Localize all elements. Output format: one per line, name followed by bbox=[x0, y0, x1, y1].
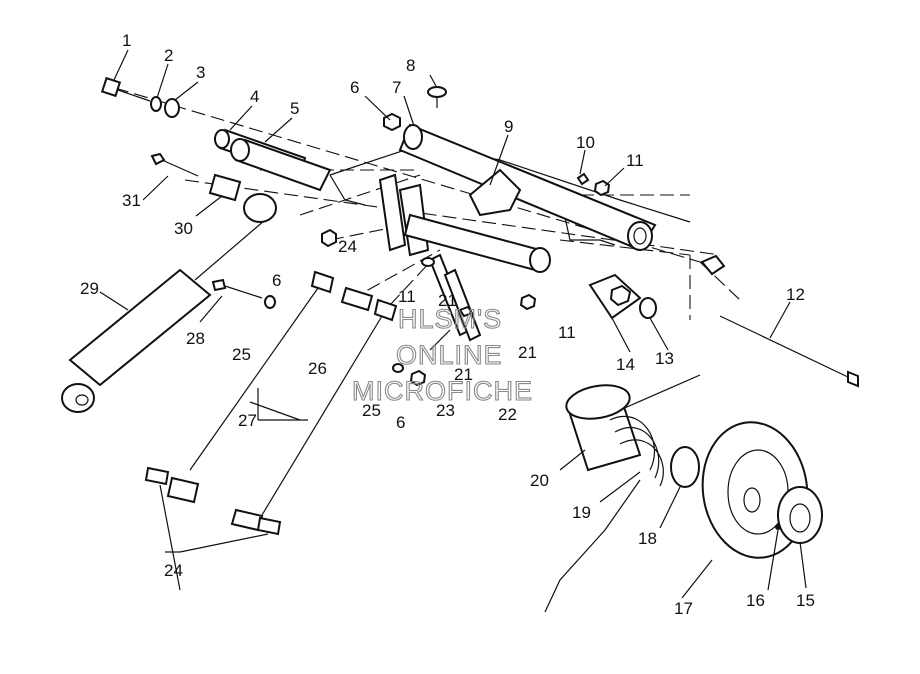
part-29-shock-absorber bbox=[61, 193, 277, 413]
callout-3: 3 bbox=[196, 63, 205, 82]
part-26-spacer bbox=[340, 286, 374, 312]
part-16-set-screw bbox=[775, 524, 781, 530]
part-24-bushings-lower bbox=[144, 466, 282, 536]
callout-17: 17 bbox=[674, 599, 693, 618]
callout-31: 31 bbox=[122, 191, 141, 210]
callout-25-mid: 25 bbox=[362, 401, 381, 420]
callout-11-mid: 11 bbox=[398, 287, 416, 306]
callout-10: 10 bbox=[576, 133, 595, 152]
watermark-line-3: MICROFICHE bbox=[352, 376, 533, 406]
part-31-bolt bbox=[150, 152, 199, 177]
part-21-23-hardware bbox=[392, 257, 537, 387]
part-24-spacer-upper bbox=[321, 228, 337, 248]
part-7-front-tube bbox=[398, 123, 657, 252]
callout-21-a: 21 bbox=[438, 291, 457, 310]
assembly-centerlines bbox=[114, 87, 741, 320]
watermark: HLSM'S ONLINE MICROFICHE bbox=[351, 303, 533, 406]
part-9-bracket bbox=[468, 168, 522, 217]
callout-11-upper: 11 bbox=[626, 151, 644, 170]
callout-9: 9 bbox=[504, 117, 513, 136]
part-2-lock-washer bbox=[150, 96, 162, 112]
callout-16: 16 bbox=[746, 591, 765, 610]
callout-12: 12 bbox=[786, 285, 805, 304]
part-13-washer bbox=[639, 297, 657, 319]
part-18-spacer bbox=[670, 446, 700, 488]
part-20-bushing bbox=[565, 384, 642, 472]
callout-labels: 1 2 3 4 5 6 7 8 9 10 11 12 13 14 15 16 1… bbox=[80, 31, 815, 618]
callout-23: 23 bbox=[436, 401, 455, 420]
callout-22: 22 bbox=[498, 405, 517, 424]
callout-5: 5 bbox=[290, 99, 299, 118]
part-12-long-bolt bbox=[719, 315, 859, 388]
watermark-line-1: HLSM'S bbox=[398, 304, 502, 334]
callout-6-upper: 6 bbox=[350, 78, 359, 97]
callout-21-b: 21 bbox=[518, 343, 537, 362]
callout-26: 26 bbox=[308, 359, 327, 378]
callout-15: 15 bbox=[796, 591, 815, 610]
callout-28: 28 bbox=[186, 329, 205, 348]
part-4-5-rear-tube bbox=[214, 128, 332, 192]
callout-29: 29 bbox=[80, 279, 99, 298]
callout-11-right: 11 bbox=[558, 323, 576, 342]
part-3-washer bbox=[164, 98, 180, 118]
callout-7: 7 bbox=[392, 78, 401, 97]
part-11-nut-upper bbox=[593, 179, 611, 197]
part-19-torsion-spring bbox=[544, 374, 701, 613]
part-10-pin bbox=[576, 172, 590, 186]
part-1-bolt bbox=[100, 76, 151, 102]
leader-lines bbox=[99, 49, 807, 599]
callout-6-lower: 6 bbox=[396, 413, 405, 432]
callout-8: 8 bbox=[406, 56, 415, 75]
callout-6-left: 6 bbox=[272, 271, 281, 290]
callout-13: 13 bbox=[655, 349, 674, 368]
part-8-carriage-bolt bbox=[427, 86, 447, 108]
callout-24-lower: 24 bbox=[164, 561, 183, 580]
part-27-link-rods bbox=[189, 270, 398, 516]
callout-18: 18 bbox=[638, 529, 657, 548]
callout-14: 14 bbox=[616, 355, 635, 374]
callout-4: 4 bbox=[250, 87, 259, 106]
callout-2: 2 bbox=[164, 46, 173, 65]
rear-clip bbox=[700, 254, 726, 276]
callout-19: 19 bbox=[572, 503, 591, 522]
callout-1: 1 bbox=[122, 31, 131, 50]
part-25-washer-left bbox=[264, 295, 276, 309]
part-28-bolt bbox=[211, 278, 263, 299]
callout-30: 30 bbox=[174, 219, 193, 238]
part-30-bushing bbox=[208, 173, 242, 202]
callout-25-left: 25 bbox=[232, 345, 251, 364]
part-15-bearing bbox=[777, 486, 823, 544]
callout-24-upper: 24 bbox=[338, 237, 357, 256]
watermark-line-2: ONLINE bbox=[396, 340, 503, 370]
part-14-adjuster-plate bbox=[588, 273, 642, 320]
callout-20: 20 bbox=[530, 471, 549, 490]
callout-21-c: 21 bbox=[454, 365, 473, 384]
callout-27: 27 bbox=[238, 411, 257, 430]
